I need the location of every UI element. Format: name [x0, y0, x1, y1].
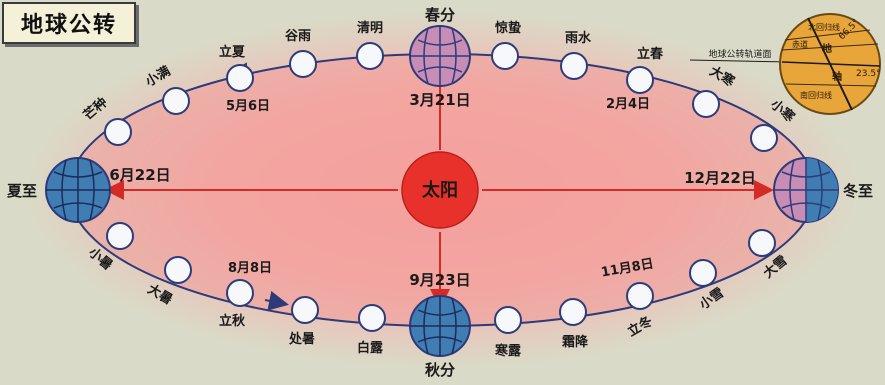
- earth-chushu: [291, 296, 319, 324]
- label-bailu: 白露: [357, 340, 384, 356]
- orbit-plane-line: [689, 59, 791, 63]
- date-autumn-equinox: 9月23日: [409, 271, 470, 289]
- date-liqiu: 8月8日: [228, 261, 272, 276]
- label-autumn-equinox: 秋分: [425, 361, 455, 379]
- earth-dahan: [692, 90, 720, 118]
- label-qingming: 清明: [357, 20, 383, 36]
- orbit-direction-arrow-bottom: [264, 291, 289, 311]
- earth-xiaoshu: [106, 222, 134, 250]
- earth-xiaoman: [162, 87, 190, 115]
- date-summer-solstice: 6月22日: [109, 166, 170, 184]
- orbit-plane-label: 地球公转轨道面: [708, 48, 771, 60]
- solar-term-markers: [104, 42, 778, 334]
- earth-yushui: [560, 52, 588, 80]
- label-hanlu: 寒露: [494, 343, 522, 359]
- earth-xiaoxue: [689, 259, 717, 287]
- inset-tropic-north: 北回归线: [808, 22, 840, 32]
- earth-summer-solstice: [45, 157, 111, 223]
- earth-jingzhe: [491, 42, 519, 70]
- inset-tropic-south: 南回归线: [800, 90, 832, 100]
- earth-lidong: [626, 282, 654, 310]
- earth-hanlu: [494, 306, 522, 334]
- earth-liqiu: [226, 279, 254, 307]
- date-winter-solstice: 12月22日: [684, 169, 756, 187]
- axis-tilt-inset: 北回归线 赤道 南回归线 地 轴 66.5° 23.5°: [779, 13, 881, 115]
- earth-lixia: [226, 64, 254, 92]
- earth-dashu: [164, 256, 192, 284]
- sun-label: 太阳: [422, 179, 458, 201]
- label-summer-solstice: 夏至: [6, 182, 37, 200]
- label-guyu: 谷雨: [285, 28, 311, 44]
- inset-angle-right: 23.5°: [856, 69, 881, 79]
- earth-spring-equinox: [409, 25, 471, 87]
- label-winter-solstice: 冬至: [843, 182, 873, 200]
- earth-bailu: [358, 304, 386, 332]
- earth-guyu: [289, 50, 317, 78]
- label-lixia: 立夏: [219, 44, 246, 60]
- label-spring-equinox: 春分: [425, 6, 455, 24]
- label-shuangjiang: 霜降: [561, 334, 589, 350]
- date-spring-equinox: 3月21日: [409, 91, 470, 109]
- label-lichun: 立春: [637, 46, 664, 62]
- date-lichun: 2月4日: [606, 97, 650, 112]
- inset-axis-label2: 轴: [832, 70, 842, 83]
- earth-qingming: [356, 42, 384, 70]
- earth-winter-solstice: [773, 157, 839, 223]
- earth-lichun: [626, 66, 654, 94]
- label-liqiu: 立秋: [219, 313, 246, 329]
- date-lixia: 5月6日: [226, 99, 270, 114]
- earth-shuangjiang: [559, 298, 587, 326]
- label-jingzhe: 惊蛰: [495, 20, 521, 36]
- inset-axis-label: 地: [822, 42, 832, 55]
- earth-mangzhong: [104, 118, 132, 146]
- earth-daxue: [748, 229, 776, 257]
- earth-autumn-equinox: [409, 295, 471, 357]
- label-chushu: 处暑: [288, 331, 315, 347]
- sun: [401, 151, 479, 229]
- earth-xiaohan: [750, 124, 778, 152]
- inset-equator: 赤道: [792, 39, 808, 49]
- page-title: 地球公转: [2, 2, 136, 44]
- label-yushui: 雨水: [565, 30, 592, 46]
